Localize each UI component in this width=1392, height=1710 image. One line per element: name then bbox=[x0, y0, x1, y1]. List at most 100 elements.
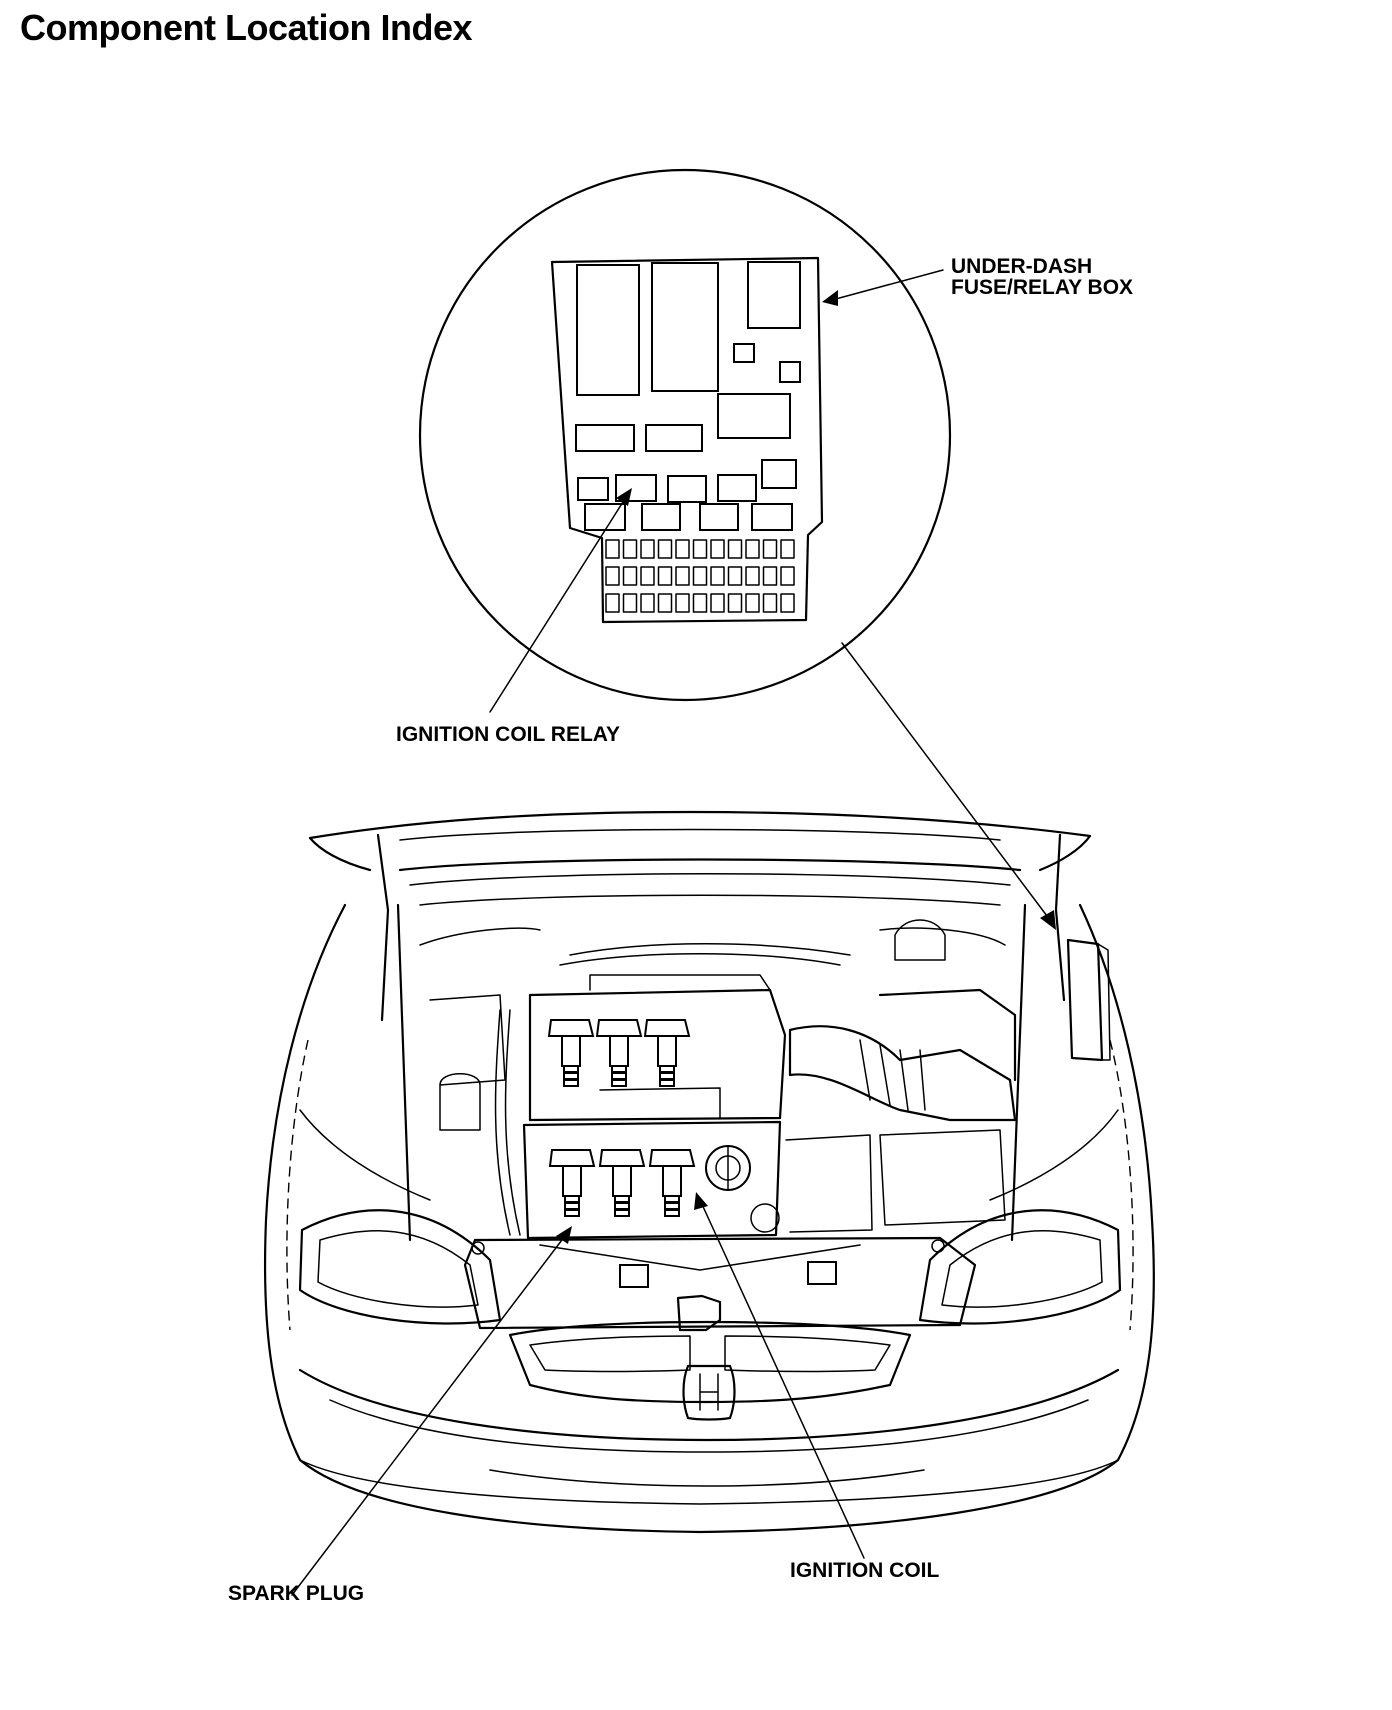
coil-rib bbox=[614, 1209, 630, 1217]
coil-rib bbox=[563, 1072, 579, 1080]
fuse-relay-box bbox=[550, 256, 824, 624]
intake-duct bbox=[788, 1025, 1017, 1122]
fuse bbox=[762, 593, 778, 613]
coil-head bbox=[648, 1149, 696, 1167]
fuse bbox=[745, 539, 760, 559]
headlight-left bbox=[298, 1209, 502, 1325]
inset-circle bbox=[418, 168, 952, 702]
relay-row-c bbox=[667, 475, 707, 503]
coil-rib bbox=[611, 1079, 627, 1087]
coil-rib bbox=[659, 1079, 675, 1087]
fuse bbox=[727, 593, 743, 613]
relay-large-1 bbox=[576, 264, 640, 396]
fuse bbox=[727, 566, 743, 586]
leader-spark-plug bbox=[291, 1231, 569, 1596]
coil-body bbox=[612, 1165, 632, 1197]
fuse bbox=[657, 539, 673, 559]
fuse bbox=[745, 593, 760, 613]
coil-body bbox=[662, 1165, 682, 1197]
coil-body bbox=[561, 1035, 581, 1067]
coil-head bbox=[548, 1149, 596, 1167]
engine-cover-upper bbox=[528, 988, 787, 1122]
fuse bbox=[780, 539, 795, 559]
coil-rib bbox=[664, 1202, 680, 1210]
fuse bbox=[605, 539, 620, 559]
hood-strut-left bbox=[376, 833, 390, 1022]
fuse bbox=[762, 566, 778, 586]
fuse bbox=[780, 593, 795, 613]
coil-body bbox=[657, 1035, 677, 1067]
ignition-coils-upper bbox=[547, 1019, 691, 1087]
arrow-spark-plug bbox=[556, 1226, 572, 1244]
fuse bbox=[640, 539, 655, 559]
coil-rib bbox=[611, 1065, 627, 1073]
honda-logo-icon bbox=[682, 1364, 736, 1421]
relay-row-d bbox=[717, 474, 757, 502]
connector-1 bbox=[575, 424, 635, 452]
fuse bbox=[640, 566, 655, 586]
coil-rib bbox=[563, 1065, 579, 1073]
arrow-ignition-coil-relay bbox=[616, 488, 632, 506]
small-relay-b bbox=[779, 361, 801, 383]
radiator-support bbox=[463, 1236, 977, 1330]
relay-medium bbox=[717, 393, 791, 439]
headlight-right bbox=[918, 1209, 1122, 1325]
relay-large-2 bbox=[651, 262, 719, 392]
fuse-grid bbox=[605, 539, 795, 613]
arrow-ignition-coil bbox=[694, 1192, 708, 1210]
page-title: Component Location Index bbox=[20, 7, 473, 48]
inset-detail bbox=[418, 168, 952, 713]
coil-head bbox=[643, 1019, 691, 1037]
leader-ignition-coil-relay bbox=[489, 493, 629, 713]
coil-rib bbox=[614, 1195, 630, 1203]
fuse bbox=[675, 539, 690, 559]
fuse bbox=[710, 593, 725, 613]
fuse bbox=[692, 566, 708, 586]
fuse bbox=[692, 539, 708, 559]
fuse bbox=[710, 539, 725, 559]
arrow-inset-to-car bbox=[1040, 910, 1056, 930]
relay-row2-b bbox=[641, 503, 681, 531]
coil-rib bbox=[659, 1065, 675, 1073]
relay-large-3 bbox=[747, 261, 801, 329]
fuse bbox=[675, 566, 690, 586]
relay-row-e bbox=[761, 459, 797, 489]
callout-ignition-coil-relay: IGNITION COIL RELAY bbox=[396, 723, 620, 746]
coil-rib bbox=[564, 1195, 580, 1203]
air-box bbox=[878, 988, 1017, 1082]
callout-fuse-box-line2: FUSE/RELAY BOX bbox=[951, 276, 1133, 299]
fuse bbox=[640, 593, 655, 613]
coil-rib bbox=[563, 1079, 579, 1087]
coil-rib bbox=[659, 1072, 675, 1080]
car-body bbox=[263, 903, 1155, 1534]
fuse bbox=[675, 593, 690, 613]
coil-head bbox=[547, 1019, 595, 1037]
relay-row2-d bbox=[751, 503, 793, 531]
fuse bbox=[605, 593, 620, 613]
coil-rib bbox=[611, 1072, 627, 1080]
hood-strut-right bbox=[1054, 833, 1066, 1002]
coil-rib bbox=[564, 1202, 580, 1210]
relay-row-a bbox=[577, 477, 609, 501]
coil-body bbox=[609, 1035, 629, 1067]
fuse bbox=[745, 566, 760, 586]
relay-row2-c bbox=[699, 503, 739, 531]
coil-rib bbox=[664, 1195, 680, 1203]
coil-rib bbox=[564, 1209, 580, 1217]
grille bbox=[508, 1320, 912, 1404]
callout-spark-plug: SPARK PLUG bbox=[228, 1582, 364, 1605]
fuse bbox=[657, 566, 673, 586]
leader-inset-to-car bbox=[841, 642, 1051, 921]
fuse bbox=[622, 539, 638, 559]
car-illustration bbox=[263, 810, 1155, 1534]
hood bbox=[308, 810, 1092, 840]
small-relay-a bbox=[733, 343, 755, 363]
callout-ignition-coil: IGNITION COIL bbox=[790, 1559, 940, 1582]
callout-fuse-box-line1: UNDER-DASH bbox=[951, 255, 1092, 278]
coil-rib bbox=[664, 1209, 680, 1217]
coil-head bbox=[598, 1149, 646, 1167]
leader-ignition-coil bbox=[699, 1199, 865, 1559]
connector-2 bbox=[645, 424, 703, 452]
fuse bbox=[622, 566, 638, 586]
